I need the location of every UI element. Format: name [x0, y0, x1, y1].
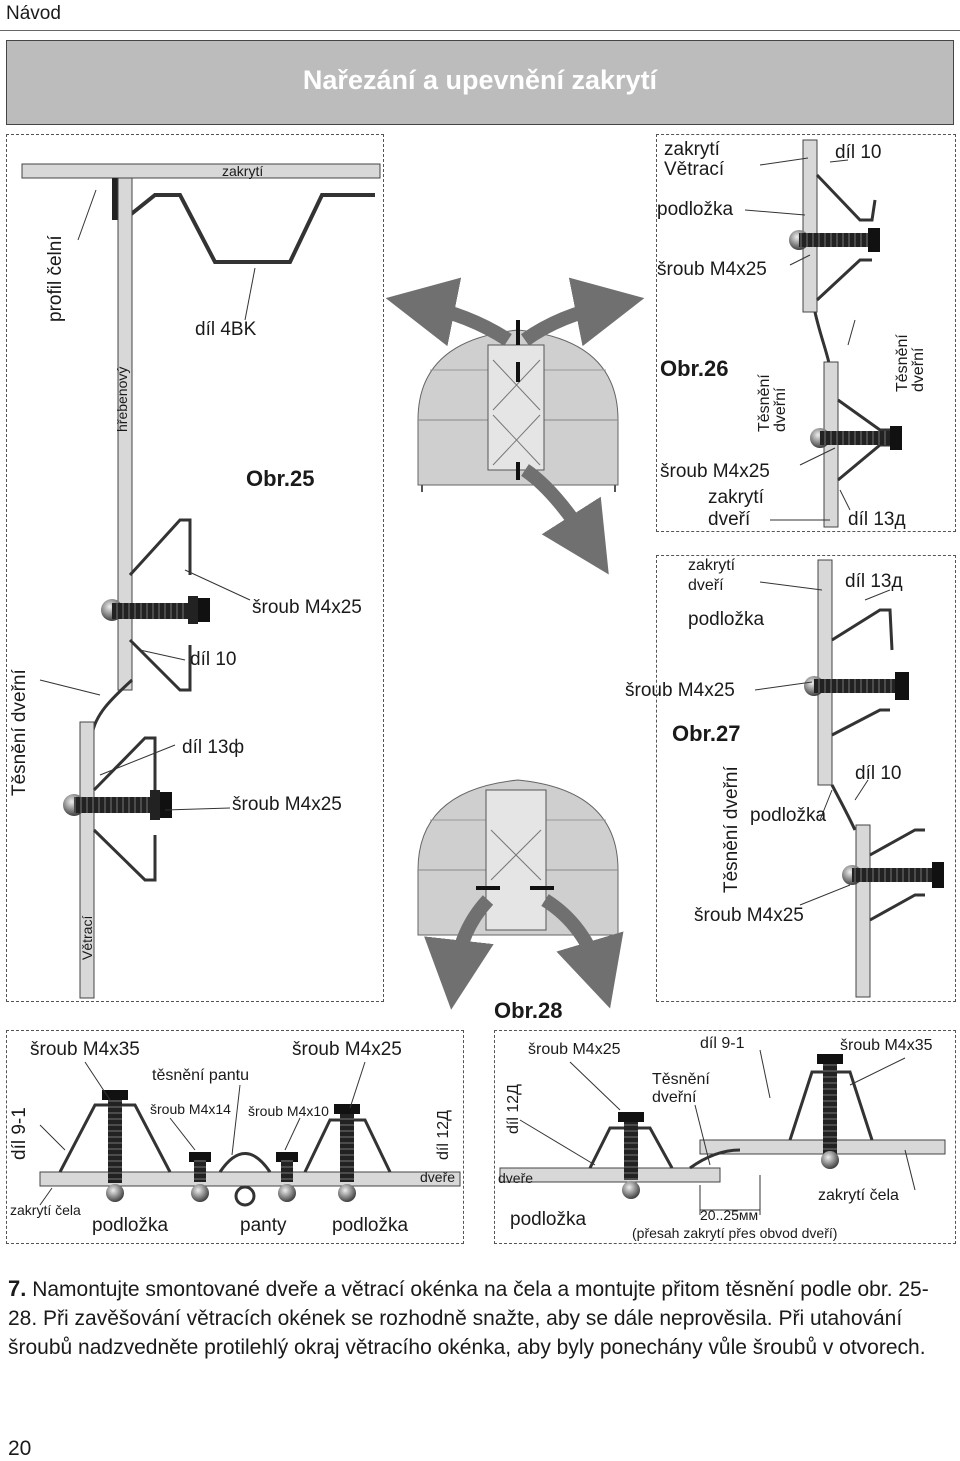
fig28-left-label-podlozka2: podložka	[332, 1215, 409, 1236]
fig25-label-sroub1: šroub M4x25	[252, 597, 362, 618]
fig25-drawing	[21, 163, 381, 999]
fig28-left-label-tesneni-pantu: těsnění pantu	[152, 1067, 249, 1084]
fig25-label-dil10: díl 10	[190, 649, 237, 670]
fig28-right-label-presah: (přesah zakrytí přes obvod dveří)	[632, 1225, 838, 1241]
fig28-left-label-dil91: díl 9-1	[9, 1107, 30, 1160]
fig25-label-tesneni: Těsnění dveřní	[9, 669, 30, 796]
fig28-left-label-dil12d: díl 12Д	[435, 1110, 452, 1160]
fig28-left-label-sroub35: šroub M4x35	[30, 1039, 140, 1060]
fig26-label-zakryti-vetraci-1: zakrytí	[664, 139, 720, 160]
fig28-left-label-sroub10: šroub M4x10	[248, 1103, 329, 1119]
fig28-right-label-dil91: díl 9-1	[700, 1035, 745, 1052]
instruction-step: 7. Namontujte smontované dveře a větrací…	[8, 1274, 948, 1362]
fig25-label-vetraci: Větrací	[79, 915, 95, 960]
title-bar: Nařezání a upevnění zakrytí	[6, 40, 954, 125]
fig28-right-label-dvere: dveře	[498, 1170, 534, 1186]
fig26-label-tesneni-a: Těsnění dveřní	[756, 374, 789, 432]
fig26-drawing	[744, 139, 902, 528]
fig25-label-dil13f: díl 13ф	[182, 737, 245, 758]
fig28-right-panel	[494, 1030, 956, 1244]
fig28-right-drawing	[499, 1049, 946, 1215]
page-number: 20	[8, 1437, 32, 1460]
greenhouse-door-illustration	[417, 779, 624, 1010]
fig28-left-label-dvere: dveře	[420, 1169, 456, 1185]
fig27-label-tesneni: Těsnění dveřní	[721, 766, 742, 893]
fig27-label-podlozka2: podložka	[750, 805, 827, 826]
fig28-left-panel	[6, 1030, 464, 1244]
fig25-label-profil: profil čelní	[45, 235, 66, 322]
fig25-label-sroub2: šroub M4x25	[232, 794, 342, 815]
header-rule	[0, 30, 960, 31]
fig26-label-dil10: díl 10	[835, 142, 882, 163]
fig26-label-tesneni-b: Těsnění dveřní	[894, 334, 927, 392]
fig27-label-zakryti-dveri-2: dveří	[688, 577, 724, 594]
fig26-label-sroub2: šroub M4x25	[660, 461, 770, 482]
fig27-caption: Obr.27	[672, 721, 741, 746]
fig25-label-dil4bk: díl 4BK	[195, 319, 257, 340]
fig28-right-label-podlozka: podložka	[510, 1209, 587, 1230]
step-number: 7.	[8, 1276, 27, 1301]
fig28-caption: Obr.28	[494, 998, 563, 1023]
fig28-left-label-podlozka1: podložka	[92, 1215, 169, 1236]
fig28-left-label-sroub14: šroub M4x14	[150, 1101, 231, 1117]
fig27-label-dil10: díl 10	[855, 763, 902, 784]
greenhouse-top-illustration	[385, 277, 645, 575]
fig26-label-dil13d: díl 13д	[848, 509, 906, 530]
section-label: Návod	[6, 3, 61, 24]
fig25-label-hrebenovy: hřebenový	[114, 366, 130, 432]
fig28-right-label-rozmer: 20..25мм	[700, 1207, 759, 1223]
fig27-label-podlozka1: podložka	[688, 609, 765, 630]
fig27-drawing	[754, 559, 944, 998]
fig28-right-label-zakryti-cela: zakrytí čela	[818, 1187, 899, 1204]
fig25-panel	[6, 134, 384, 1002]
fig28-right-label-sroub35: šroub M4x35	[840, 1037, 933, 1054]
fig28-left-label-sroub25: šroub M4x25	[292, 1039, 402, 1060]
fig26-label-sroub1: šroub M4x25	[657, 259, 767, 280]
fig27-label-zakryti-dveri-1: zakrytí	[688, 557, 736, 574]
fig25-label-zakryti: zakrytí	[222, 163, 264, 179]
fig28-right-label-sroub25: šroub M4x25	[528, 1041, 621, 1058]
fig28-left-label-zakryti-cela: zakrytí čela	[10, 1202, 81, 1218]
fig26-label-zakryti-dveri-2: dveří	[708, 509, 751, 530]
fig25-caption: Obr.25	[246, 466, 315, 491]
fig27-label-sroub1: šroub M4x25	[625, 680, 735, 701]
fig26-label-podlozka: podložka	[657, 199, 734, 220]
fig26-caption: Obr.26	[660, 356, 729, 381]
fig26-label-zakryti-dveri-1: zakrytí	[708, 487, 764, 508]
fig28-right-label-tesneni-1: Těsnění	[652, 1071, 710, 1088]
fig28-left-drawing	[39, 1061, 461, 1207]
fig28-right-label-dil12d: díl 12Д	[505, 1084, 522, 1134]
fig26-label-zakryti-vetraci-2: Větrací	[664, 159, 725, 180]
fig28-left-label-panty: panty	[240, 1215, 287, 1236]
fig27-label-dil13d: díl 13д	[845, 571, 903, 592]
page-title: Nařezání a upevnění zakrytí	[302, 65, 658, 95]
fig28-right-label-tesneni-2: dveřní	[652, 1089, 697, 1106]
fig27-panel	[656, 555, 956, 1002]
step-text: Namontujte smontované dveře a větrací ok…	[8, 1278, 929, 1359]
fig27-label-sroub2: šroub M4x25	[694, 905, 804, 926]
